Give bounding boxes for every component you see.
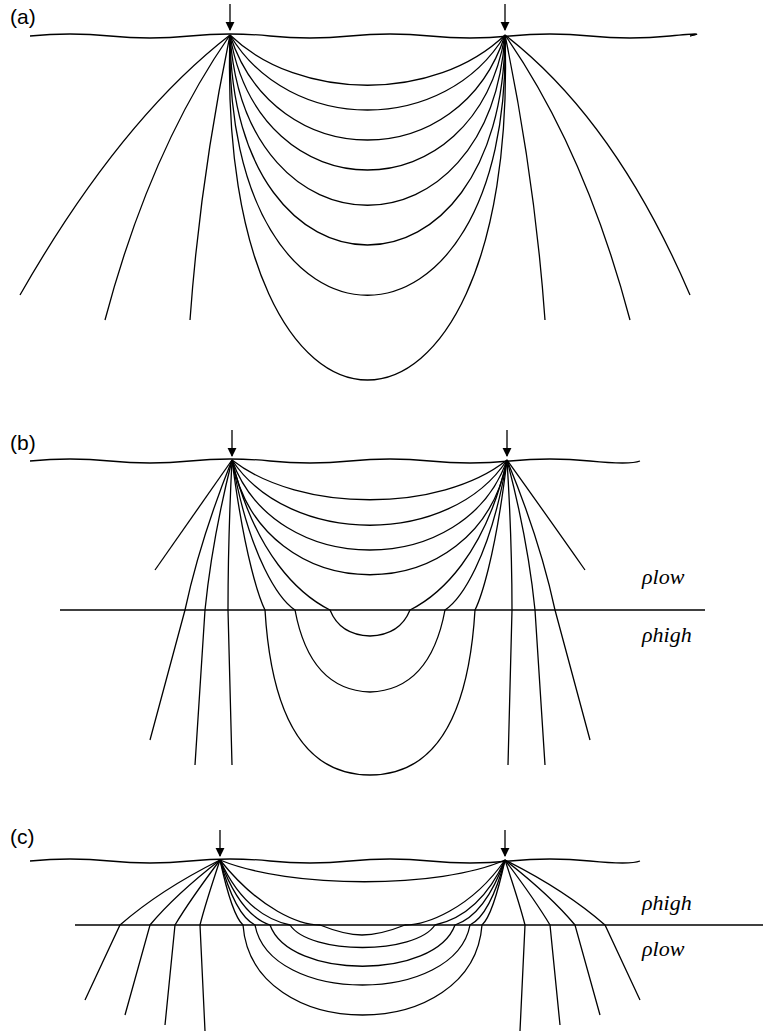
electrode-arrow — [504, 830, 505, 856]
ground-surface — [30, 459, 640, 463]
panel-label: (c) — [10, 826, 35, 847]
current-line — [505, 35, 545, 320]
current-line — [505, 35, 630, 320]
current-line — [105, 35, 230, 320]
current-line — [232, 460, 507, 775]
current-line — [232, 460, 507, 500]
current-line — [230, 35, 505, 85]
layer-boundary — [60, 609, 705, 610]
current-line — [230, 35, 505, 170]
current-line — [230, 35, 505, 205]
current-line — [505, 860, 525, 1031]
current-line — [228, 460, 232, 765]
current-line — [230, 35, 505, 140]
current-line — [229, 35, 505, 380]
layer-boundary — [75, 924, 763, 925]
current-line — [20, 35, 230, 295]
current-line — [200, 860, 220, 1031]
current-line — [230, 35, 505, 110]
current-line — [220, 860, 505, 948]
resistivity-label: ρhigh — [640, 624, 694, 646]
current-line — [232, 460, 507, 692]
electrode-arrow — [506, 430, 507, 456]
panel-c-drawing — [30, 830, 763, 1031]
electrode-arrow — [219, 830, 220, 856]
current-line — [232, 460, 507, 636]
panel-label: (b) — [10, 432, 36, 453]
current-line — [232, 460, 507, 525]
resistivity-label: ρlow — [640, 938, 686, 960]
current-line — [507, 460, 545, 765]
resistivity-label: ρhigh — [640, 892, 694, 914]
electrode-arrow — [229, 4, 230, 30]
current-line — [507, 460, 512, 765]
ground-surface — [30, 859, 640, 863]
current-line — [505, 860, 600, 1015]
current-line — [220, 860, 505, 1015]
ground-surface — [30, 34, 697, 38]
current-line — [505, 35, 690, 295]
current-line — [195, 460, 232, 765]
current-line — [507, 460, 590, 740]
electrode-arrow — [231, 430, 232, 456]
panel-a-drawing — [20, 4, 697, 380]
current-line — [220, 860, 505, 882]
panel-b-drawing — [30, 430, 705, 775]
current-line — [190, 35, 230, 320]
electrode-arrow — [504, 4, 505, 30]
current-line — [220, 860, 505, 985]
current-line — [230, 35, 505, 295]
current-line — [150, 460, 232, 740]
current-line — [230, 35, 505, 245]
current-line — [507, 460, 585, 570]
current-line — [125, 860, 220, 1015]
current-line — [155, 460, 232, 570]
current-line — [220, 860, 505, 935]
resistivity-label: ρlow — [640, 566, 686, 588]
current-line — [220, 860, 505, 966]
panel-label: (a) — [10, 6, 36, 27]
